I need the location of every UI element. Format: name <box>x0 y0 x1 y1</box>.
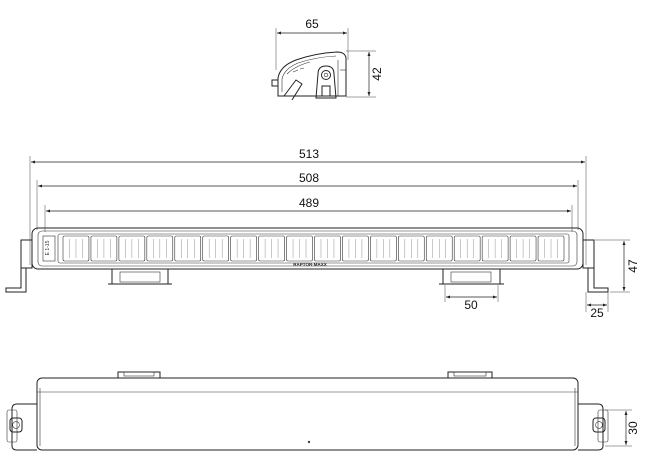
end-cap-left <box>20 239 33 269</box>
top-end-bolt-right <box>595 421 603 429</box>
top-tab-right <box>447 371 493 378</box>
overall-length-label: 513 <box>299 147 319 161</box>
led-reflector-cell <box>314 235 341 262</box>
front-housing <box>31 227 584 270</box>
top-tab-right-slot <box>453 371 487 377</box>
front-view: 513 508 489 E 1-15 RAPTOR·MAXX <box>5 147 640 320</box>
led-reflector-cell <box>509 235 537 262</box>
lamp-mark-plate <box>42 235 56 262</box>
top-end-bracket-right-plate <box>597 409 609 443</box>
lens-length-label: 489 <box>299 196 319 210</box>
side-bracket-left <box>5 268 27 293</box>
front-lens <box>57 233 570 264</box>
brand-logo-text: RAPTOR·MAXX <box>293 262 326 267</box>
front-height-label: 47 <box>626 259 640 273</box>
led-reflector-cell <box>62 235 90 262</box>
side-view: 65 42 <box>271 17 384 101</box>
top-end-bracket-right <box>578 403 604 451</box>
top-depth-label: 30 <box>626 421 640 435</box>
end-cap-right <box>582 239 595 269</box>
led-reflector-cell <box>118 235 146 262</box>
side-bracket-arm <box>283 79 303 101</box>
side-height-label: 42 <box>370 67 384 81</box>
side-housing-highlight <box>286 61 311 75</box>
side-mount-bracket <box>315 65 337 99</box>
led-reflector-cell <box>453 235 481 262</box>
top-tab-left <box>117 371 161 378</box>
top-end-bracket-left <box>11 403 37 451</box>
led-reflector-cell <box>481 235 509 262</box>
bracket-spacing-label: 50 <box>464 298 478 312</box>
lamp-mark-text: E 1-15 <box>45 240 51 255</box>
top-end-slot-left <box>9 417 23 433</box>
led-reflector-cell <box>146 235 174 262</box>
side-housing-inner-line <box>281 55 337 92</box>
side-mount-foot <box>321 85 331 97</box>
top-view: 30 <box>6 371 640 451</box>
led-reflector-cell <box>230 235 257 262</box>
led-reflector-cell <box>174 235 202 262</box>
side-cable-boot <box>271 79 279 87</box>
side-housing-outline <box>277 51 347 97</box>
led-reflector-cell <box>202 235 229 262</box>
led-reflector-cell <box>425 235 453 262</box>
side-bracket-right <box>587 268 609 293</box>
top-end-bracket-left-plate <box>6 409 18 443</box>
top-end-slot-right <box>592 417 606 433</box>
side-fin <box>292 69 299 73</box>
led-reflector-cell <box>370 235 397 262</box>
side-width-label: 65 <box>305 17 319 31</box>
side-mount-bolt-center <box>323 72 329 78</box>
led-reflector-cell <box>258 235 285 262</box>
mount-foot-right-slot <box>450 271 492 283</box>
led-reflector-cell <box>537 235 565 262</box>
side-mount-bolt <box>321 70 331 80</box>
bracket-depth-label: 25 <box>590 306 604 320</box>
led-reflector-cell <box>90 235 118 262</box>
top-end-bolt-left <box>12 421 20 429</box>
led-reflector-cell <box>286 235 313 262</box>
top-center-dot <box>307 440 311 444</box>
housing-length-label: 508 <box>299 171 319 185</box>
led-reflector-row <box>62 235 565 262</box>
front-bezel <box>37 230 578 267</box>
top-housing <box>36 377 579 451</box>
top-tab-left-slot <box>123 371 155 377</box>
side-fin <box>299 67 305 70</box>
led-reflector-cell <box>398 235 425 262</box>
mount-foot-left-slot <box>119 271 161 283</box>
led-reflector-cell <box>342 235 369 262</box>
